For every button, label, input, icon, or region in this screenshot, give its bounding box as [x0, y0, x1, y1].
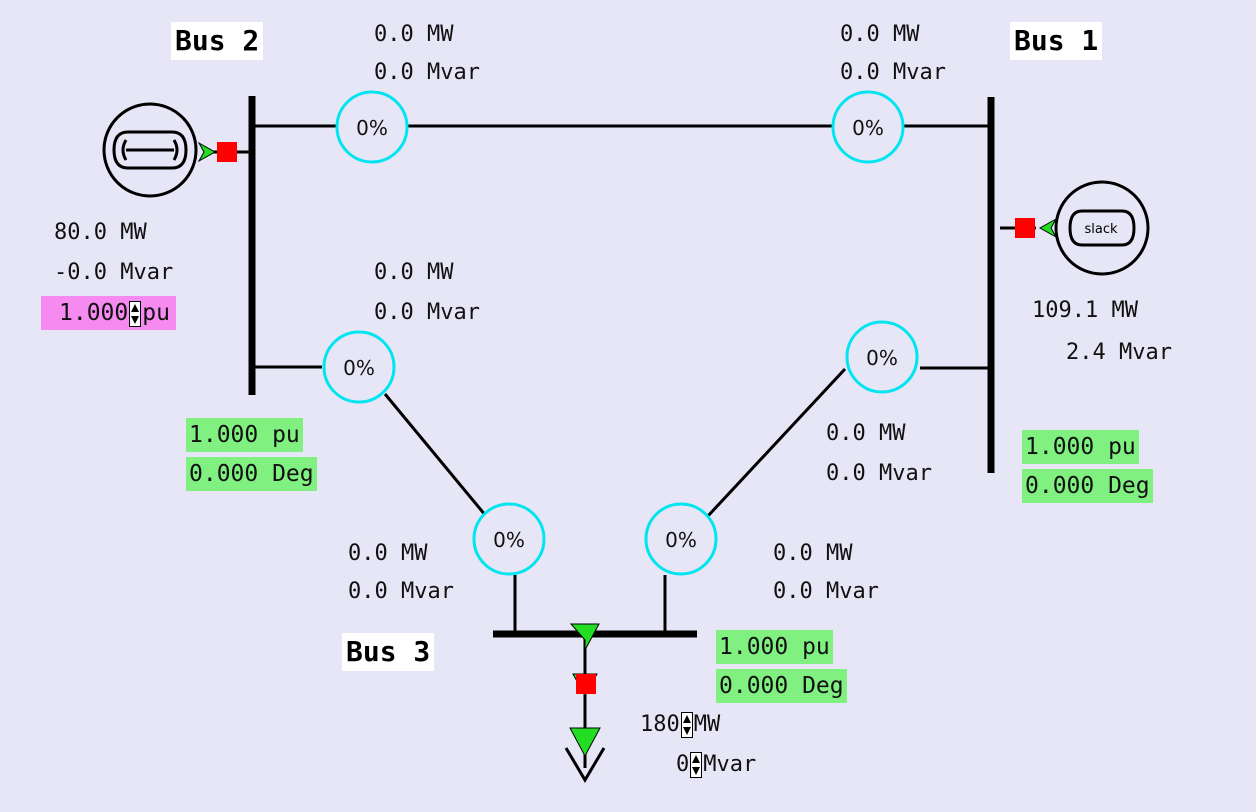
breaker-icon[interactable] — [1015, 218, 1035, 238]
line-2-3[interactable] — [252, 365, 517, 634]
loading-percent: 0% — [493, 528, 525, 552]
spinner-icon[interactable] — [680, 712, 693, 738]
bus2-angle: 0.000 Deg — [186, 457, 317, 491]
gen1-mw: 109.1 MW — [1032, 298, 1138, 323]
loading-percent: 0% — [852, 116, 884, 140]
flow-mvar: 0.0 Mvar — [826, 461, 932, 486]
load-mvar-value: 0 — [676, 752, 690, 777]
bus1-name: Bus 1 — [1010, 22, 1103, 60]
spinner-icon[interactable] — [690, 752, 703, 778]
flow-mw: 0.0 MW — [374, 22, 454, 47]
spinner-icon[interactable] — [129, 300, 142, 327]
generator-symbol-icon — [1068, 209, 1136, 247]
bus3-angle: 0.000 Deg — [716, 669, 847, 703]
loading-circle-line23-bus3[interactable]: 0% — [472, 502, 546, 576]
loading-percent: 0% — [356, 116, 388, 140]
gen1-mvar: 2.4 Mvar — [1066, 340, 1172, 365]
breaker-icon[interactable] — [576, 674, 596, 694]
load-arrowhead-icon — [564, 747, 606, 783]
gen2-mvar: -0.0 Mvar — [54, 260, 174, 285]
load3-mw[interactable]: 180 MW — [640, 712, 720, 738]
load-bus3[interactable] — [564, 623, 606, 783]
breaker-icon[interactable] — [217, 142, 237, 162]
bus2-name: Bus 2 — [171, 22, 264, 60]
load3-mvar[interactable]: 0 Mvar — [676, 752, 756, 778]
arrow-icon — [569, 727, 601, 758]
loading-percent: 0% — [343, 356, 375, 380]
flow-mvar: 0.0 Mvar — [374, 60, 480, 85]
slack-label: slack — [1084, 222, 1117, 237]
loading-circle-line12-bus2[interactable]: 0% — [335, 90, 409, 164]
bus2-voltage: 1.000 pu — [186, 418, 303, 452]
bus3-voltage: 1.000 pu — [716, 630, 833, 664]
setpoint-unit: pu — [142, 300, 170, 326]
flow-mvar: 0.0 Mvar — [840, 60, 946, 85]
bus3-name: Bus 3 — [342, 633, 435, 671]
flow-mw: 0.0 MW — [826, 421, 906, 446]
loading-circle-line13-bus1[interactable]: 0% — [845, 320, 919, 394]
loading-circle-line12-bus1[interactable]: 0% — [831, 90, 905, 164]
flow-mw: 0.0 MW — [348, 541, 428, 566]
load-mvar-unit: Mvar — [703, 752, 757, 777]
loading-percent: 0% — [866, 346, 898, 370]
setpoint-value: 1.000 — [59, 300, 129, 326]
loading-circle-line23-bus2[interactable]: 0% — [322, 330, 396, 404]
loading-percent: 0% — [665, 528, 697, 552]
flow-mvar: 0.0 Mvar — [348, 579, 454, 604]
load-mw-unit: MW — [693, 712, 721, 737]
arrow-icon — [197, 141, 217, 163]
gen2-voltage-setpoint[interactable]: 1.000 pu — [41, 296, 176, 330]
bus1-angle: 0.000 Deg — [1022, 469, 1153, 503]
arrow-icon — [569, 623, 600, 651]
flow-mvar: 0.0 Mvar — [773, 579, 879, 604]
flow-mw: 0.0 MW — [374, 260, 454, 285]
flow-mvar: 0.0 Mvar — [374, 300, 480, 325]
loading-circle-line13-bus3[interactable]: 0% — [644, 502, 718, 576]
generator-bus2[interactable] — [102, 102, 252, 198]
line-1-3[interactable] — [663, 366, 991, 634]
flow-mw: 0.0 MW — [840, 22, 920, 47]
gen2-mw: 80.0 MW — [54, 220, 147, 245]
load-mw-value: 180 — [640, 712, 680, 737]
generator-bus1-slack[interactable]: slack — [1000, 180, 1150, 276]
arrow-icon — [1038, 217, 1058, 239]
bus1-voltage: 1.000 pu — [1022, 430, 1139, 464]
generator-symbol-icon — [112, 130, 188, 170]
flow-mw: 0.0 MW — [773, 541, 853, 566]
